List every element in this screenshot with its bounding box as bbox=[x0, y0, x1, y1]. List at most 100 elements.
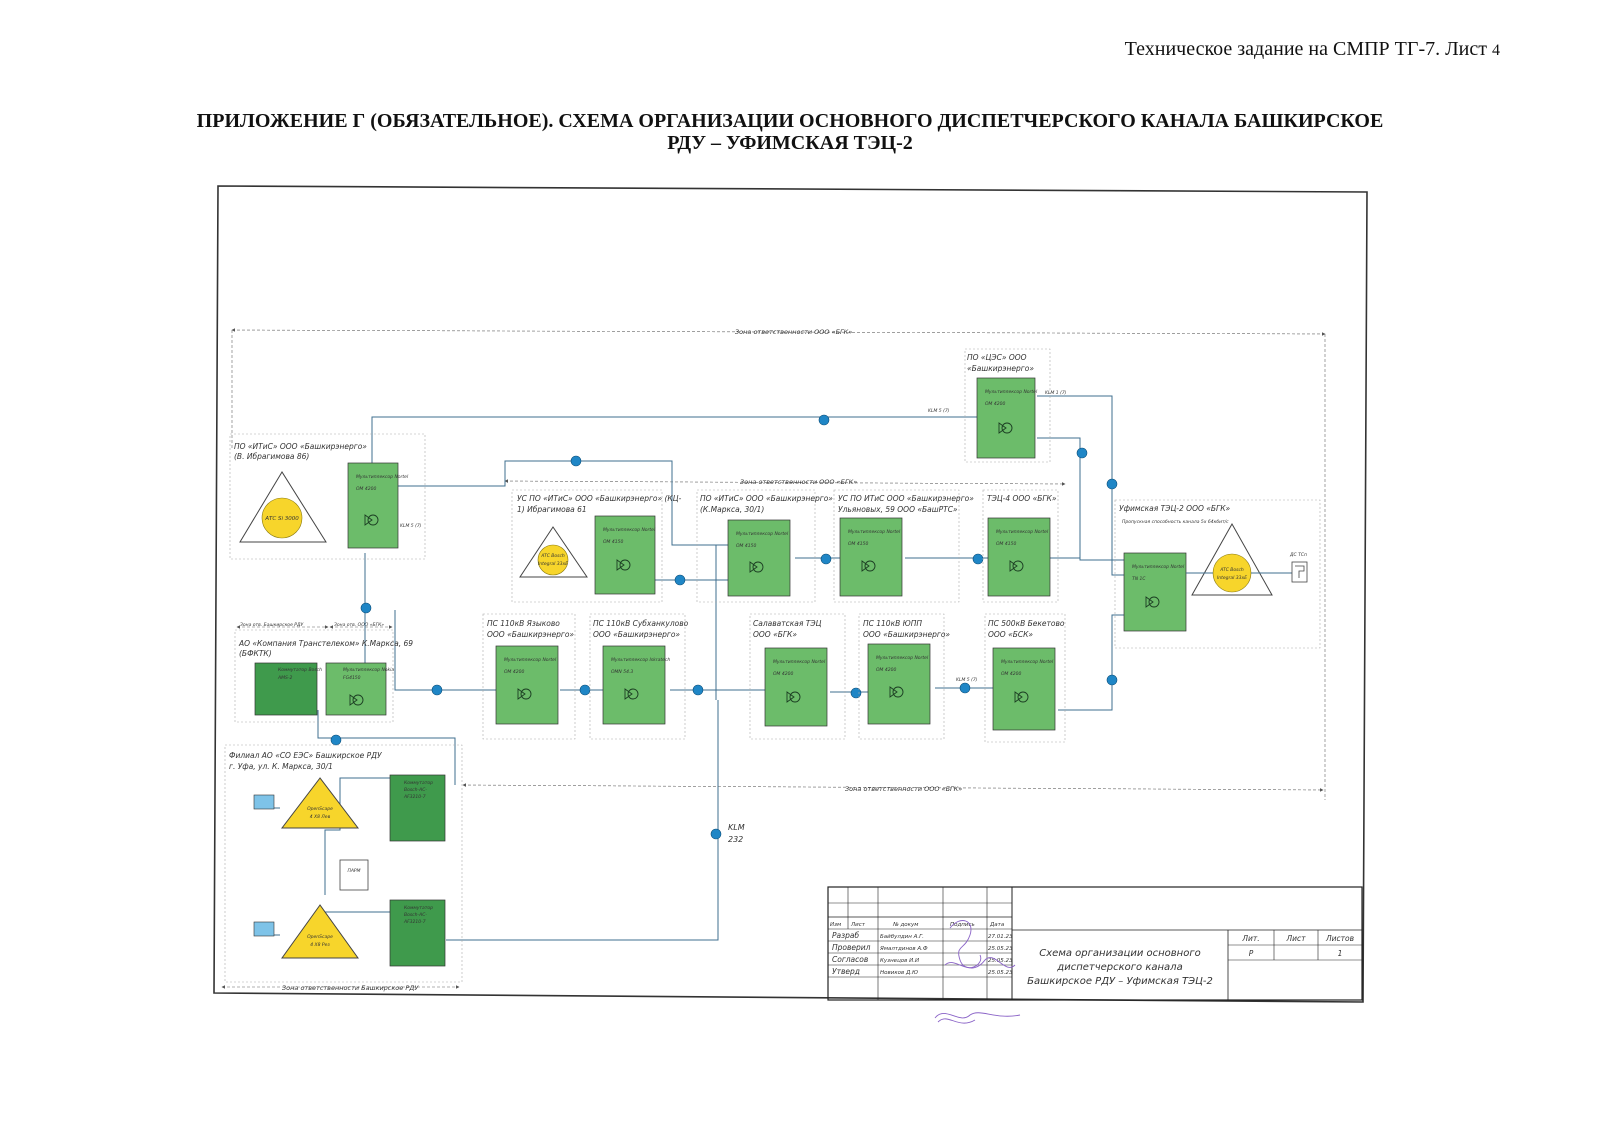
tb-sheet-label: Лист bbox=[1285, 934, 1306, 943]
mux-transtelecom-model: FG4150 bbox=[343, 675, 361, 681]
site-subkhankulovo: ПС 110кВ Субханкулово ООО «Башкирэнерго»… bbox=[589, 613, 689, 740]
tb-header-sheet: Лист bbox=[850, 922, 866, 928]
site-salavat-org: ООО «БГК» bbox=[753, 630, 797, 639]
site-ufa-tec2: Уфимская ТЭЦ-2 ООО «БГК» Пропускная спос… bbox=[1114, 499, 1321, 649]
site-ces: ПО «ЦЭС» ООО «Башкирэнерго» Мультиплексо… bbox=[964, 348, 1051, 463]
tb-date-0: 27.01.23 bbox=[988, 934, 1013, 940]
site-transtelecom-name: АО «Компания Транстелеком» К.Маркса, 69 bbox=[238, 639, 413, 648]
site-yupp: ПС 110кВ ЮПП ООО «Башкирэнерго» Мультипл… bbox=[858, 613, 950, 740]
mux-yazykovo-model: OM 4200 bbox=[504, 669, 524, 675]
klm-232-number: 232 bbox=[728, 835, 743, 844]
klm-232-label: KLM bbox=[728, 823, 745, 832]
mux-salavat-label: Мультиплексор Nortel bbox=[773, 659, 826, 665]
pbx-rdu-main-model: 4 X8 Лев bbox=[310, 814, 331, 820]
tb-date-3: 25.05.23 bbox=[988, 970, 1013, 976]
tb-name-0: Байбулдин А.Г. bbox=[880, 934, 924, 940]
tb-sheets-value: 1 bbox=[1338, 949, 1343, 958]
zone-label-top: Зона ответственности ООО «БГК» bbox=[735, 328, 852, 336]
appendix-title: ПРИЛОЖЕНИЕ Г (ОБЯЗАТЕЛЬНОЕ). СХЕМА ОРГАН… bbox=[60, 110, 1520, 154]
comm-transtelecom-label: Коммутатор Bosch bbox=[278, 667, 322, 673]
site-salavat: Салаватская ТЭЦ ООО «БГК» Мультиплексор … bbox=[749, 613, 846, 740]
site-yupp-org: ООО «Башкирэнерго» bbox=[863, 630, 950, 639]
drawing-title-line2: диспетчерского канала bbox=[1056, 962, 1182, 973]
tb-role-3: Утверд bbox=[832, 967, 860, 976]
site-us-itis-ibragimova: УС ПО «ИТиС» ООО «Башкирэнерго» (КЦ- 1) … bbox=[511, 489, 682, 603]
mux-tec4-label: Мультиплексор Nortel bbox=[996, 529, 1049, 535]
klm-label-a: KLM 5 (7) bbox=[928, 408, 950, 414]
site-us-itis-ulyan-name: УС ПО ИТиС ООО «Башкирэнерго» bbox=[838, 494, 974, 503]
site-us-itis-ulyanovykh: УС ПО ИТиС ООО «Башкирэнерго» Ульяновых,… bbox=[833, 489, 974, 603]
mux-beketovo-label: Мультиплексор Nortel bbox=[1001, 659, 1054, 665]
pbx-rdu-main-label: OpenScape bbox=[307, 806, 333, 812]
tb-sheets-label: Листов bbox=[1325, 934, 1354, 943]
tb-lit-label: Лит. bbox=[1241, 934, 1259, 943]
mux-ces-label: Мультиплексор Nortel bbox=[985, 389, 1038, 395]
zone-label-trans-left: Зона отв. Башкирское РДУ bbox=[240, 622, 303, 628]
site-itis-main-name: ПО «ИТиС» ООО «Башкирэнерго» bbox=[234, 442, 367, 451]
mux-transtelecom-label: Мультиплексор Nokia bbox=[343, 667, 394, 673]
title-block-text: Изм Лист № докум Подпись Дата Разраб Бай… bbox=[830, 922, 1354, 987]
mux-yazykovo-label: Мультиплексор Nortel bbox=[504, 657, 557, 663]
site-us-itis-ibr-name: УС ПО «ИТиС» ООО «Башкирэнерго» (КЦ- bbox=[517, 494, 682, 503]
title-block bbox=[827, 886, 1363, 1001]
phone-ufa-tec2-label: ДС ТСп bbox=[1289, 552, 1307, 558]
site-rdu-name: Филиал АО «СО ЕЭС» Башкирское РДУ bbox=[229, 751, 382, 760]
mux-subkhankulovo-label: Мультиплексор Iskratech bbox=[611, 657, 670, 663]
drawing-title-line3: Башкирское РДУ – Уфимская ТЭЦ-2 bbox=[1027, 976, 1213, 987]
mux-us-itis-ulyan-label: Мультиплексор Nortel bbox=[848, 529, 901, 535]
site-salavat-name: Салаватская ТЭЦ bbox=[753, 619, 822, 628]
document-header: Техническое задание на СМПР ТГ-7. Лист 4 bbox=[1125, 38, 1500, 61]
mux-beketovo-model: OM 4200 bbox=[1001, 671, 1021, 677]
site-rdu-address: г. Уфа, ул. К. Маркса, 30/1 bbox=[229, 762, 333, 771]
site-us-itis-ulyan-address: Ульяновых, 59 ООО «БашРТС» bbox=[838, 505, 958, 514]
pbx-us-itis-ibr-label: ATC Bosch bbox=[540, 553, 565, 559]
mux-us-itis-ibr-model: OM 4150 bbox=[603, 539, 623, 545]
workstation-icon bbox=[253, 921, 275, 937]
comm-rdu-2-label: Коммутатор bbox=[404, 905, 433, 911]
site-itis-marx: ПО «ИТиС» ООО «Башкирэнерго» (К.Маркса, … bbox=[696, 489, 833, 603]
mux-ufa-tec2-label: Мультиплексор Nortel bbox=[1132, 564, 1185, 570]
site-itis-main: ПО «ИТиС» ООО «Башкирэнерго» (В. Ибрагим… bbox=[229, 433, 426, 560]
mux-subkhankulovo-model: OMN 54.3 bbox=[611, 669, 633, 675]
site-itis-marx-name: ПО «ИТиС» ООО «Башкирэнерго» bbox=[700, 494, 833, 503]
site-transtelecom-code: (БФКТК) bbox=[239, 649, 272, 658]
mux-yupp-label: Мультиплексор Nortel bbox=[876, 655, 929, 661]
site-itis-main-address: (В. Ибрагимова 86) bbox=[234, 452, 309, 461]
mux-itis-marx-model: OM 4150 bbox=[736, 543, 756, 549]
appendix-title-line1: ПРИЛОЖЕНИЕ Г (ОБЯЗАТЕЛЬНОЕ). СХЕМА ОРГАН… bbox=[196, 110, 1384, 132]
tb-role-0: Разраб bbox=[832, 931, 859, 940]
mux-itis-main-label: Мультиплексор Nortel bbox=[356, 474, 409, 480]
tb-header-docnum: № докум bbox=[892, 922, 918, 928]
comm-transtelecom-model: AMS-2 bbox=[277, 675, 292, 681]
mux-ces-model: OM 4200 bbox=[985, 401, 1005, 407]
site-yupp-name: ПС 110кВ ЮПП bbox=[863, 619, 922, 628]
site-ces-org: «Башкирэнерго» bbox=[967, 364, 1034, 373]
site-tec4-name: ТЭЦ-4 ООО «БГК» bbox=[987, 494, 1057, 503]
pbx-rdu-reserve-model: 4 X8 Рез bbox=[310, 942, 330, 948]
site-beketovo-name: ПС 500кВ Бекетово bbox=[988, 619, 1065, 628]
parm-switch bbox=[339, 859, 369, 891]
site-tec4: ТЭЦ-4 ООО «БГК» Мультиплексор Nortel OM … bbox=[982, 489, 1059, 603]
site-rdu: Филиал АО «СО ЕЭС» Башкирское РДУ г. Уфа… bbox=[224, 744, 463, 983]
mux-yupp-model: OM 4200 bbox=[876, 667, 896, 673]
pbx-us-itis-ibr-model: Integral 33xE bbox=[538, 561, 568, 567]
klm-label-d: KLM 5 (7) bbox=[956, 677, 978, 683]
appendix-title-line2: РДУ – УФИМСКАЯ ТЭЦ-2 bbox=[667, 132, 913, 154]
mux-itis-main-model: OM 4200 bbox=[356, 486, 376, 492]
zone-label-middle: Зона ответственности ООО «БГК» bbox=[740, 478, 857, 486]
tb-role-1: Проверил bbox=[832, 943, 871, 952]
pbx-itis-main-label: АТС Si 3000 bbox=[264, 516, 299, 522]
mux-itis-marx-label: Мультиплексор Nortel bbox=[736, 531, 789, 537]
signature-marks bbox=[934, 920, 1021, 1024]
tb-name-1: Ямалтдинов А.Ф bbox=[879, 946, 928, 952]
tb-header-signature: Подпись bbox=[950, 922, 975, 928]
mux-tec4-model: OM 4150 bbox=[996, 541, 1016, 547]
site-us-itis-ibr-address: 1) Ибрагимова 61 bbox=[517, 505, 587, 514]
tb-name-3: Новиков Д.Ю bbox=[880, 970, 918, 976]
site-subkhankulovo-name: ПС 110кВ Субханкулово bbox=[593, 619, 689, 628]
site-ces-name: ПО «ЦЭС» ООО bbox=[967, 353, 1027, 362]
comm-rdu-1-label: Коммутатор bbox=[404, 780, 433, 786]
site-ufa-tec2-name: Уфимская ТЭЦ-2 ООО «БГК» bbox=[1119, 504, 1231, 513]
site-transtelecom: АО «Компания Транстелеком» К.Маркса, 69 … bbox=[234, 629, 413, 723]
